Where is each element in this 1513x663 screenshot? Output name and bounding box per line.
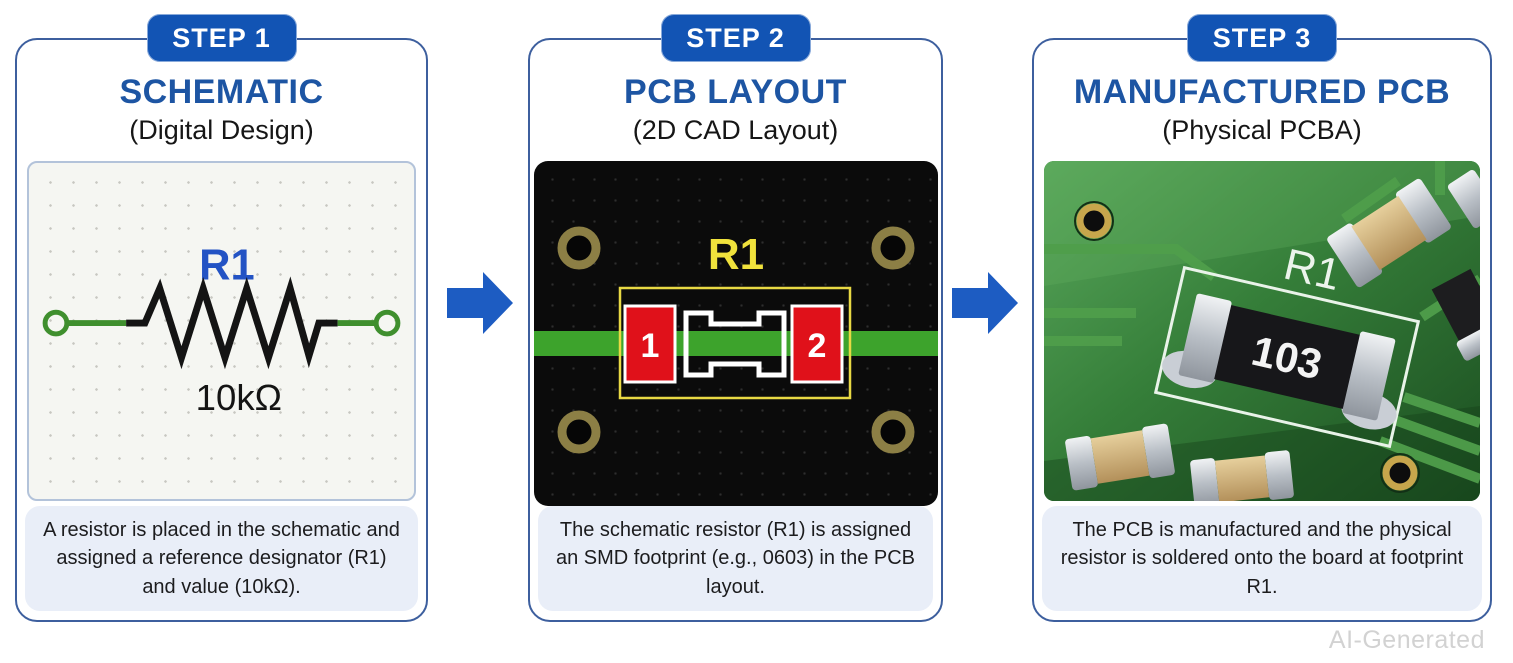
step-3-badge-label: STEP 3 — [1212, 22, 1312, 53]
step-3-title: MANUFACTURED PCB — [1073, 73, 1451, 111]
pcb-photo-figure: R1 103 — [1044, 161, 1480, 501]
step-1-caption: A resistor is placed in the schematic an… — [25, 506, 418, 611]
footprint-body-outline — [683, 310, 786, 378]
right-terminal-icon — [373, 309, 401, 337]
resistor-body — [1181, 298, 1393, 416]
pcb-photo-drawing: R1 103 — [1044, 161, 1480, 501]
smd-resistor-r1: R1 103 — [1153, 240, 1421, 449]
pad-2 — [790, 304, 843, 384]
step-2-badge: STEP 2 — [660, 14, 811, 62]
step-1-badge: STEP 1 — [146, 14, 297, 62]
pcb-ref-label: R1 — [707, 230, 763, 279]
step-3-badge: STEP 3 — [1187, 14, 1337, 62]
step-3-card: STEP 3 MANUFACTURED PCB (Physical PCBA) — [1032, 14, 1492, 622]
pad-1 — [623, 304, 676, 384]
step-2-caption: The schematic resistor (R1) is assigned … — [538, 506, 933, 611]
step-2-subtitle: (2D CAD Layout) — [632, 115, 839, 145]
capacitor-bottom-left — [1065, 423, 1175, 491]
drill-holes — [557, 226, 914, 454]
silkscreen-outline — [1153, 265, 1421, 449]
courtyard-outline — [618, 286, 851, 400]
step-3-subtitle: (Physical PCBA) — [1162, 115, 1362, 145]
step-2-card: STEP 2 PCB LAYOUT (2D CAD Layout) — [528, 14, 943, 622]
schematic-figure: R1 10kΩ — [27, 161, 416, 501]
resistor-symbol — [126, 276, 338, 370]
pcb-layout-drawing: R1 1 2 — [533, 226, 938, 454]
pcb-layout-figure: R1 1 2 — [533, 161, 938, 506]
schematic-value-label: 10kΩ — [196, 377, 282, 418]
pad-2-number: 2 — [807, 327, 826, 365]
step-2-title: PCB LAYOUT — [624, 73, 847, 111]
step-1-subtitle: (Digital Design) — [129, 115, 314, 145]
schematic-drawing: R1 10kΩ — [42, 242, 401, 418]
pcb-trace — [533, 331, 938, 356]
component-right-edge — [1431, 268, 1480, 361]
step-2-badge-label: STEP 2 — [686, 22, 785, 53]
step-1-title: SCHEMATIC — [119, 73, 324, 111]
left-terminal-icon — [42, 309, 70, 337]
pad-1-number: 1 — [640, 327, 659, 365]
step-1-badge-label: STEP 1 — [172, 22, 271, 53]
capacitor-top-right — [1327, 178, 1451, 288]
flow-arrow-2 — [952, 272, 1018, 334]
capacitor-bottom-center — [1190, 450, 1294, 501]
step-3-caption: The PCB is manufactured and the physical… — [1042, 506, 1482, 611]
ai-generated-watermark: AI-Generated — [1328, 626, 1485, 654]
board-highlight — [1044, 161, 1480, 286]
flow-arrow-1 — [447, 272, 513, 334]
right-arrow-icon — [952, 272, 1018, 334]
end-cap-left — [1178, 293, 1232, 383]
solder-pad-top-right — [1447, 170, 1480, 228]
end-cap-right — [1342, 331, 1396, 421]
right-arrow-icon — [447, 272, 513, 334]
drill-holes — [1074, 201, 1420, 493]
step-1-card: STEP 1 SCHEMATIC (Digital Design) R1 10k… — [15, 14, 428, 622]
